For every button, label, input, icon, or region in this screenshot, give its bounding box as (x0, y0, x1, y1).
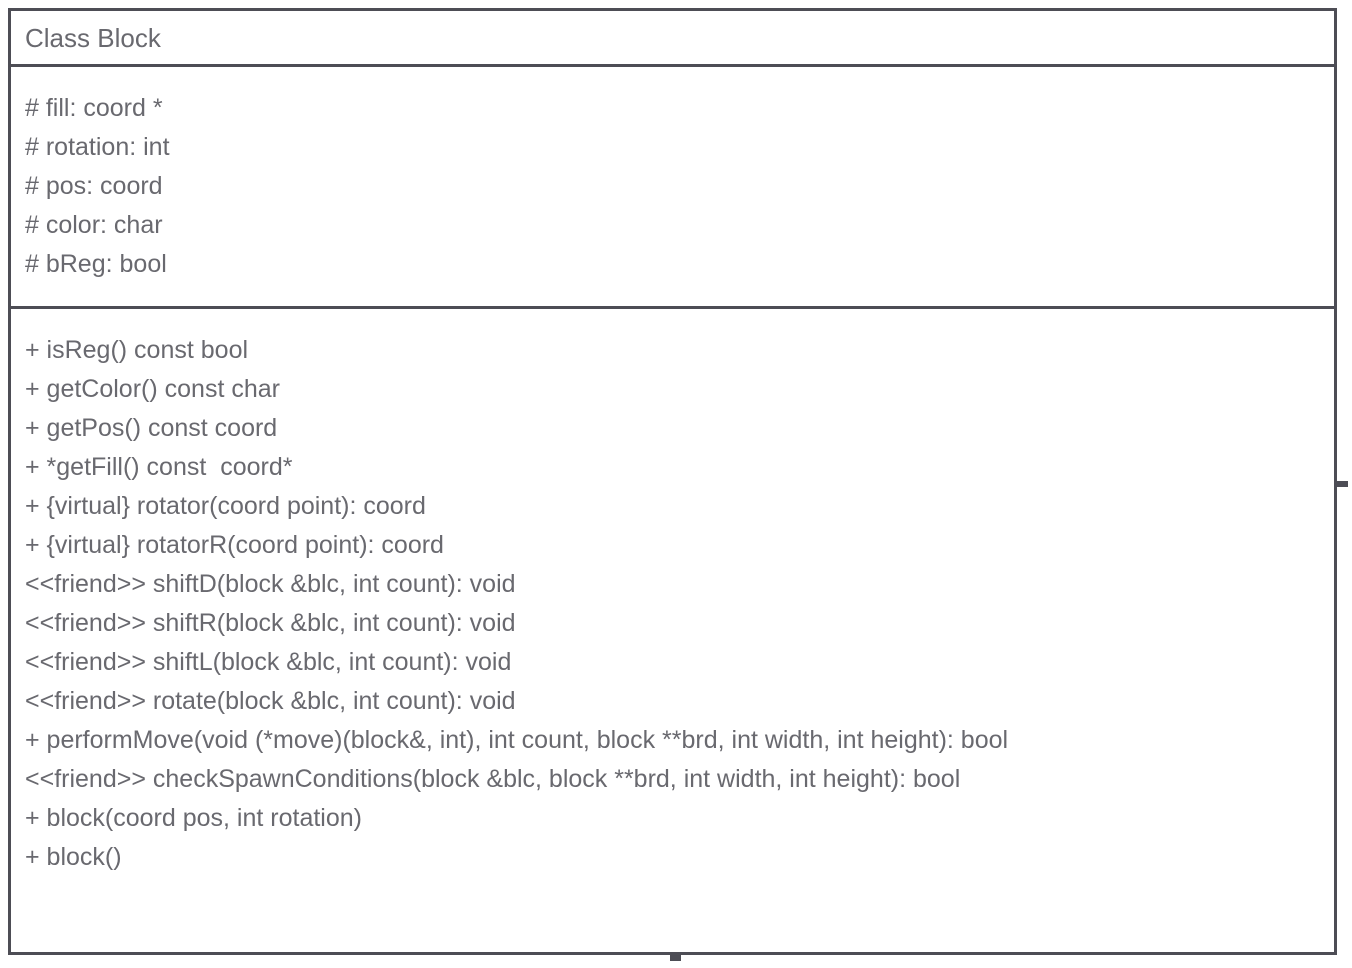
operation-row: <<friend>> shiftD(block &blc, int count)… (25, 570, 516, 598)
class-name-compartment: Class Block (11, 11, 1334, 67)
attribute-row: # color: char (25, 211, 163, 239)
attributes-compartment: # fill: coord * # rotation: int # pos: coo… (11, 67, 1334, 309)
attribute-row: # fill: coord * (25, 94, 163, 122)
operation-row: + getPos() const coord (25, 414, 278, 442)
operation-row: + *getFill() const coord* (25, 453, 293, 481)
attribute-row: # bReg: bool (25, 250, 167, 278)
operation-row: <<friend>> rotate(block &blc, int count)… (25, 687, 516, 715)
attribute-row: # pos: coord (25, 172, 163, 200)
attribute-row: # rotation: int (25, 133, 170, 161)
right-connector-stub (1337, 481, 1348, 487)
operations-compartment: + isReg() const bool + getColor() const c… (11, 309, 1334, 877)
operation-row: <<friend>> shiftL(block &blc, int count)… (25, 648, 512, 676)
operation-row: <<friend>> checkSpawnConditions(block &b… (25, 765, 961, 793)
operation-row: <<friend>> shiftR(block &blc, int count)… (25, 609, 516, 637)
class-name-label: Class Block (25, 22, 161, 53)
operation-row: + block(coord pos, int rotation) (25, 804, 362, 832)
operation-row: + performMove(void (*move)(block&, int),… (25, 726, 1009, 754)
operation-row: + block() (25, 843, 122, 871)
operation-row: + {virtual} rotatorR(coord point): coord (25, 531, 444, 559)
operation-row: + {virtual} rotator(coord point): coord (25, 492, 426, 520)
bottom-connector-stub (670, 955, 681, 961)
operation-row: + isReg() const bool (25, 336, 249, 364)
operation-row: + getColor() const char (25, 375, 280, 403)
uml-class-box: Class Block # fill: coord * # rotation: i… (8, 8, 1337, 955)
